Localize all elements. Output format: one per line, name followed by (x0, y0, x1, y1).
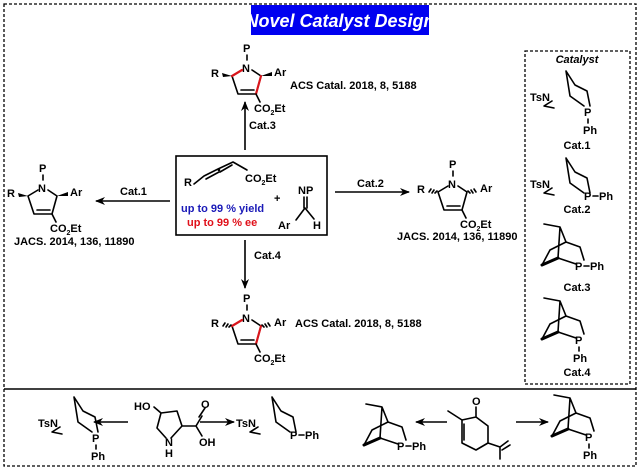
catalyst-2-structure: TsN P Ph (530, 157, 613, 203)
svg-text:CO2Et: CO2Et (254, 353, 286, 367)
svg-text:P: P (290, 430, 297, 442)
svg-text:O: O (472, 396, 481, 408)
catalyst-1-label: Cat.1 (564, 140, 591, 152)
substrate-r: R (184, 177, 192, 189)
svg-text:Ar: Ar (70, 187, 83, 199)
synthesis-from-carvone: P Ph O P Ph (362, 394, 597, 462)
center-reaction-box: R CO2Et + NP Ar H up to 99 % yield up to… (175, 155, 328, 236)
svg-text:N: N (242, 313, 250, 325)
svg-text:N: N (38, 183, 46, 195)
title-banner: Novel Catalyst Design (245, 5, 435, 35)
cat2-arrow-label: Cat.2 (357, 178, 384, 190)
svg-text:P: P (39, 163, 46, 175)
svg-text:HO: HO (134, 401, 151, 413)
ref-cat2: JACS. 2014, 136, 11890 (397, 231, 517, 243)
svg-text:Ar: Ar (274, 67, 287, 79)
svg-text:Ph: Ph (583, 125, 597, 137)
svg-text:O: O (201, 399, 210, 411)
catalyst-panel: Catalyst TsN P Ph Cat.1 TsN P Ph Cat.2 P… (524, 50, 631, 385)
svg-text:Ph: Ph (573, 353, 587, 365)
svg-text:P: P (585, 432, 592, 444)
yield-text: up to 99 % yield (181, 203, 264, 215)
svg-text:H: H (165, 448, 173, 460)
svg-text:Ph: Ph (91, 451, 105, 463)
svg-text:P: P (584, 107, 591, 119)
catalyst-3-label: Cat.3 (564, 282, 591, 294)
svg-text:Ph: Ph (599, 191, 613, 203)
ee-text: up to 99 % ee (187, 217, 257, 229)
svg-text:R: R (417, 184, 425, 196)
svg-text:N: N (448, 179, 456, 191)
svg-text:OH: OH (199, 437, 216, 449)
svg-text:R: R (7, 188, 15, 200)
ref-cat4: ACS Catal. 2018, 8, 5188 (295, 318, 422, 330)
imine-ar: Ar (278, 220, 291, 232)
outer-frame (3, 3, 637, 467)
product-cat3: P N R Ar CO2Et (211, 43, 287, 117)
ref-cat3: ACS Catal. 2018, 8, 5188 (290, 80, 417, 92)
svg-text:P: P (243, 293, 250, 305)
svg-text:TsN: TsN (38, 418, 58, 430)
imine-h: H (313, 220, 321, 232)
svg-text:Ph: Ph (305, 430, 319, 442)
cat1-arrow-label: Cat.1 (120, 186, 147, 198)
svg-text:P: P (92, 433, 99, 445)
svg-text:P: P (575, 335, 582, 347)
svg-text:P: P (397, 441, 404, 453)
ref-cat1: JACS. 2014, 136, 11890 (14, 236, 134, 248)
svg-text:TsN: TsN (530, 92, 550, 104)
product-cat4: P N R Ar CO2Et (211, 293, 287, 367)
product-cat1: P N R Ar CO2Et (7, 163, 83, 237)
catalyst-heading: Catalyst (556, 54, 600, 66)
synthesis-from-hydroxyproline: TsN P Ph HO N H O OH TsN P Ph (38, 396, 319, 463)
svg-text:R: R (211, 318, 219, 330)
svg-text:TsN: TsN (530, 179, 550, 191)
svg-text:R: R (211, 68, 219, 80)
substrate-ester: CO2Et (245, 173, 277, 187)
svg-text:Ph: Ph (412, 441, 426, 453)
catalyst-1-structure: TsN P Ph (530, 70, 597, 137)
svg-text:Ar: Ar (274, 317, 287, 329)
product-cat2: P N R Ar CO2Et (417, 159, 493, 233)
cat3-arrow-label: Cat.3 (249, 120, 276, 132)
svg-text:Ph: Ph (590, 261, 604, 273)
cat4-arrow-label: Cat.4 (254, 250, 282, 262)
catalyst-4-structure: P Ph (540, 297, 587, 365)
svg-text:N: N (242, 63, 250, 75)
svg-text:P: P (584, 191, 591, 203)
catalyst-3-structure: P Ph (540, 223, 604, 273)
imine-np: NP (298, 185, 313, 197)
svg-text:P: P (575, 261, 582, 273)
catalyst-4-label: Cat.4 (564, 367, 592, 379)
svg-text:Ar: Ar (480, 183, 493, 195)
catalyst-2-label: Cat.2 (564, 204, 591, 216)
svg-text:TsN: TsN (236, 418, 256, 430)
title-text: Novel Catalyst Design (245, 11, 434, 31)
svg-text:P: P (449, 159, 456, 171)
svg-text:CO2Et: CO2Et (50, 223, 82, 237)
plus-sign: + (274, 193, 280, 205)
svg-text:P: P (243, 43, 250, 55)
svg-text:N: N (165, 437, 173, 449)
svg-text:CO2Et: CO2Et (254, 103, 286, 117)
svg-text:CO2Et: CO2Et (460, 219, 492, 233)
svg-text:Ph: Ph (583, 450, 597, 462)
